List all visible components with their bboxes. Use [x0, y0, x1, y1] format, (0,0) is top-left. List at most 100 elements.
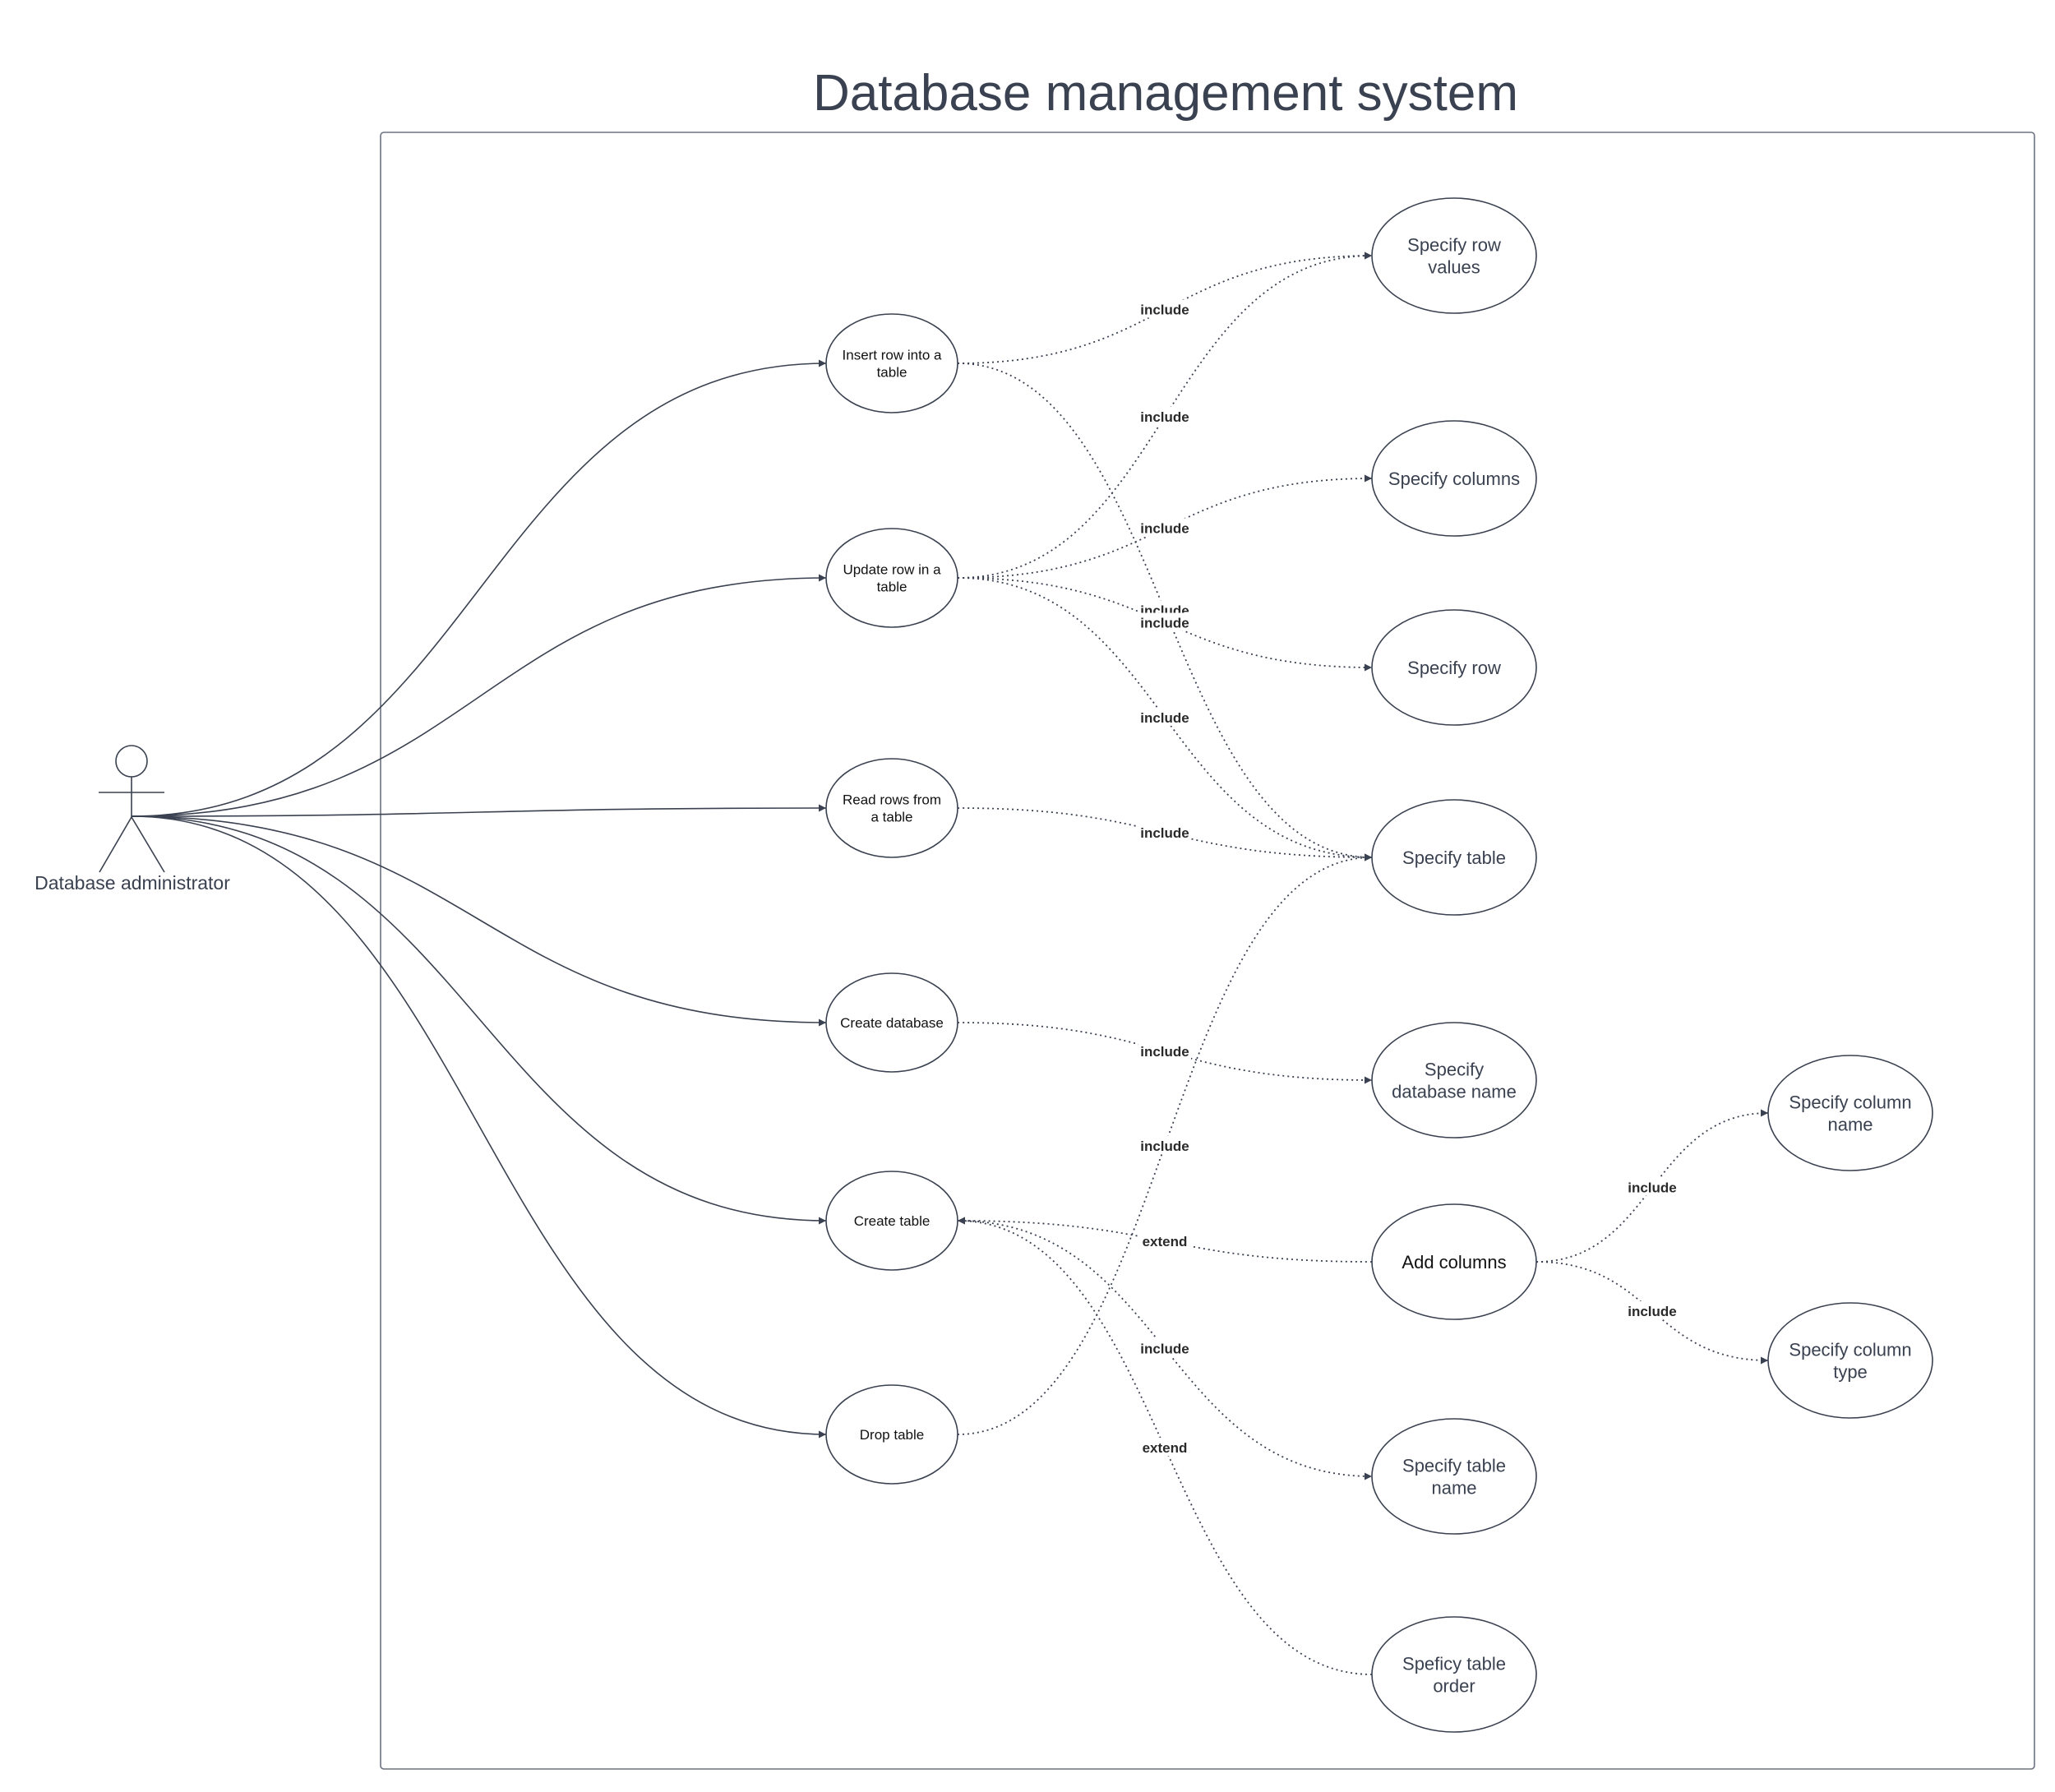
use-case-update-row[interactable]: Update row in a table	[825, 528, 958, 628]
use-case-label: Specify table	[1402, 1456, 1506, 1476]
relationship-include-read_rows-to-spec_table	[957, 807, 1373, 861]
use-case-ellipse	[825, 972, 958, 1073]
use-case-label: Specify column	[1789, 1340, 1911, 1360]
use-case-label: Specify table	[1402, 848, 1506, 868]
relationship-label-include: include	[1140, 1044, 1189, 1060]
relationship-label-include: include	[1140, 1138, 1189, 1154]
use-case-ellipse	[1371, 1022, 1537, 1138]
association-create_db	[131, 815, 827, 1027]
use-case-ellipse	[825, 313, 958, 413]
use-case-label: Update row in a	[843, 562, 941, 578]
relationship-label-include: include	[1140, 1342, 1189, 1357]
use-case-ellipse	[825, 528, 958, 628]
use-case-label: Specify	[1425, 1060, 1484, 1080]
use-case-label: Read rows from	[843, 792, 941, 808]
use-case-label: Drop table	[860, 1427, 924, 1443]
use-case-label: database name	[1392, 1082, 1517, 1102]
use-case-add-columns[interactable]: Add columns	[1371, 1203, 1537, 1320]
use-case-drop-table[interactable]: Drop table	[825, 1384, 958, 1485]
relationship-labels: include include include include include inclu…	[1138, 299, 1679, 1456]
use-case-create-db[interactable]: Create database	[825, 972, 958, 1073]
use-case-ellipse	[1371, 1616, 1537, 1733]
relationship-label-bg	[1626, 1177, 1679, 1196]
use-case-ellipse	[1371, 197, 1537, 314]
association-read_rows	[131, 804, 827, 817]
use-case-ellipse	[825, 1384, 958, 1485]
use-case-label: name	[1431, 1478, 1476, 1499]
use-case-ellipse	[1767, 1055, 1933, 1171]
use-case-ellipse	[825, 1171, 958, 1271]
use-case-label: Specify row	[1407, 235, 1501, 256]
relationship-label-include: include	[1140, 303, 1189, 318]
use-case-spec-columns[interactable]: Specify columns	[1371, 420, 1537, 537]
association-create_table	[131, 815, 827, 1225]
use-case-spec-row[interactable]: Specify row	[1371, 609, 1537, 726]
diagram-title: Database management system	[813, 65, 1518, 122]
use-case-label: Add columns	[1402, 1252, 1506, 1272]
use-case-ellipse	[1371, 799, 1537, 916]
use-case-ellipse	[1371, 420, 1537, 537]
use-case-label: table	[877, 580, 907, 595]
use-case-read-rows[interactable]: Read rows from a table	[825, 758, 958, 858]
relationship-label-include: include	[1140, 616, 1189, 631]
actor-database-administrator[interactable]: Database administrator	[35, 745, 230, 894]
relationship-label-bg	[1138, 518, 1191, 537]
use-case-ellipse	[825, 758, 958, 858]
use-case-label: table	[877, 365, 907, 381]
relationship-label-bg	[1138, 1338, 1191, 1357]
relationship-include-create_db-to-spec_db_name	[957, 1022, 1373, 1084]
use-case-ellipse	[1767, 1302, 1933, 1419]
relationship-label-bg	[1138, 1231, 1191, 1249]
use-case-ellipse	[1371, 609, 1537, 726]
relationship-label-bg	[1138, 1136, 1191, 1154]
relationship-label-include: include	[1140, 521, 1189, 537]
actor-label: Database administrator	[35, 872, 230, 894]
relationship-include-update_row-to-spec_table	[957, 577, 1373, 861]
association-lines	[131, 359, 827, 1439]
relationship-label-include: include	[1140, 409, 1189, 425]
relationship-include-create_table-to-spec_table_name	[957, 1220, 1373, 1480]
use-case-insert-row[interactable]: Insert row into a table	[825, 313, 958, 413]
use-case-label: Insert row into a	[843, 348, 942, 363]
relationship-label-bg	[1138, 612, 1191, 631]
use-case-label: Specify columns	[1388, 469, 1520, 489]
use-case-label: order	[1433, 1676, 1475, 1697]
use-case-label: Specify row	[1407, 658, 1501, 678]
relationship-label-include: include	[1628, 1180, 1677, 1196]
use-case-label: a table	[870, 810, 912, 825]
relationship-label-bg	[1138, 708, 1191, 726]
use-case-label: name	[1827, 1115, 1873, 1135]
relationship-extend-spec_table_order-to-create_table	[957, 1217, 1373, 1675]
use-case-ellipse	[1371, 1203, 1537, 1320]
use-case-spec-table[interactable]: Specify table	[1371, 799, 1537, 916]
relationship-label-extend: extend	[1143, 1440, 1188, 1456]
use-case-ellipse	[1371, 1418, 1537, 1535]
relationship-label-bg	[1626, 1301, 1679, 1319]
association-insert_row	[131, 359, 827, 817]
system-boundary	[380, 132, 2035, 1770]
relationship-label-bg	[1138, 823, 1191, 841]
relationship-label-bg	[1138, 1438, 1191, 1456]
relationship-label-extend: extend	[1143, 1234, 1188, 1249]
use-case-label: Speficy table	[1402, 1654, 1506, 1674]
relationship-label-bg	[1138, 1041, 1191, 1060]
use-case-label: type	[1833, 1362, 1868, 1383]
association-drop_table	[131, 815, 827, 1439]
use-case-label: Create table	[854, 1213, 931, 1229]
relationship-label-include: include	[1628, 1304, 1677, 1319]
use-case-label: Create database	[840, 1015, 944, 1031]
relationship-label-bg	[1138, 299, 1191, 318]
use-case-label: Specify column	[1789, 1092, 1911, 1113]
association-update_row	[131, 574, 827, 817]
relationship-label-bg	[1138, 407, 1191, 425]
use-case-create-table[interactable]: Create table	[825, 1171, 958, 1271]
relationship-label-include: include	[1140, 710, 1189, 726]
